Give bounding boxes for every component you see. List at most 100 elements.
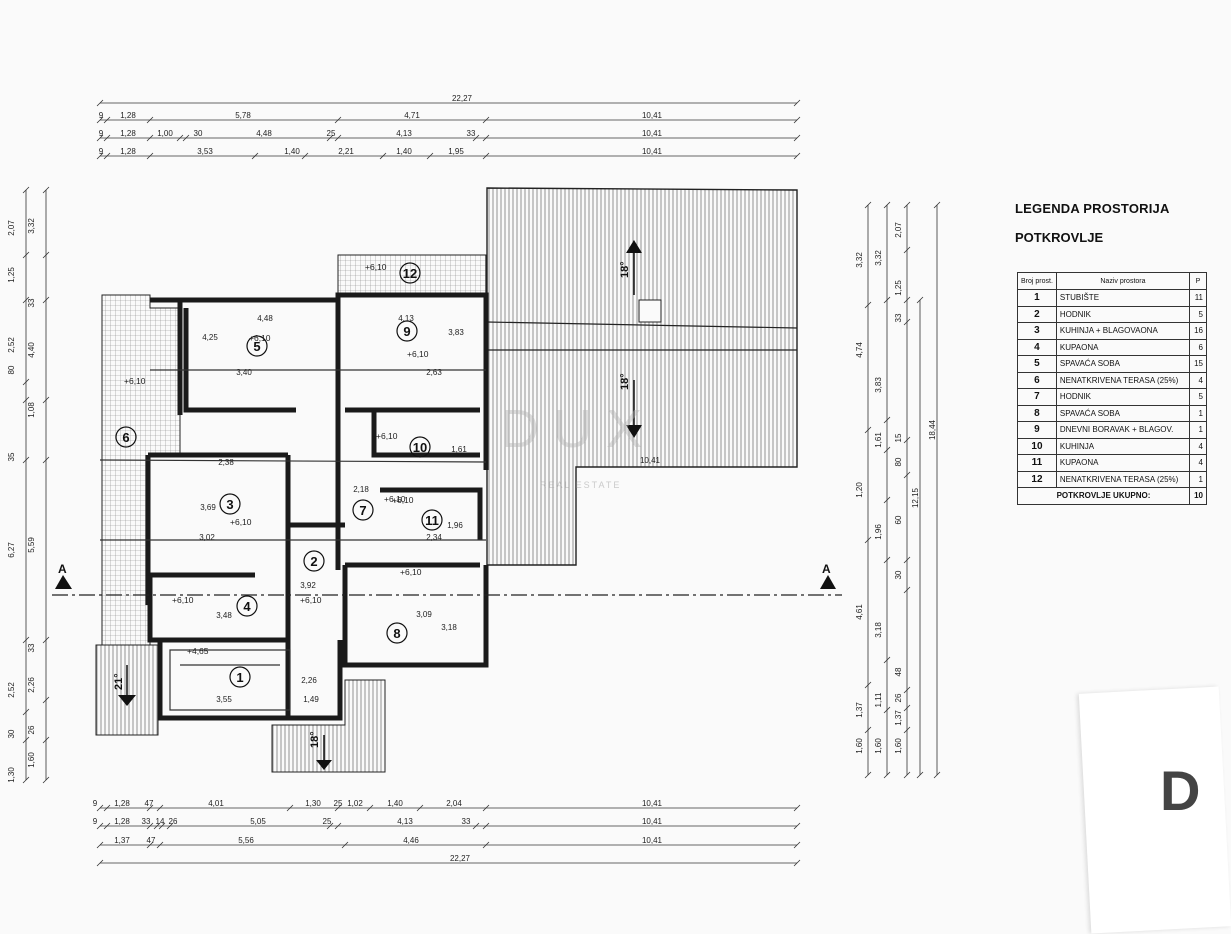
legend-total-value: 10 (1189, 487, 1207, 505)
dim-value: 3,09 (416, 610, 432, 619)
dim-tick (156, 841, 164, 849)
dim-value: 4,13 (397, 817, 413, 826)
dim-value: 3,48 (216, 611, 232, 620)
dim-tick (146, 152, 154, 160)
dim-tick (793, 859, 801, 867)
legend-header-row: Broj prost. Naziv prostora P (1017, 272, 1207, 290)
dim-tick (42, 296, 50, 304)
dim-value: 47 (145, 799, 154, 808)
legend-cell-name: HODNIK (1055, 388, 1191, 406)
dim-tick (883, 416, 891, 424)
dim-value: 4,25 (202, 333, 218, 342)
dim-value: 9 (93, 817, 98, 826)
legend-cell-no: 7 (1017, 388, 1057, 406)
dim-tick (426, 152, 434, 160)
room-number: 9 (403, 324, 410, 339)
room-circle (421, 509, 443, 531)
dim-value: 1,28 (120, 129, 136, 138)
dim-value: 1,08 (27, 402, 36, 418)
dim-value: 2,21 (338, 147, 354, 156)
room-number: 3 (226, 497, 233, 512)
legend-cell-area: 5 (1189, 388, 1207, 406)
dim-tick (482, 804, 490, 812)
dim-tick (883, 296, 891, 304)
dim-tick (933, 771, 941, 779)
dim-tick (482, 116, 490, 124)
dim-tick (22, 708, 30, 716)
room-elevation: +6,10 (124, 376, 146, 386)
dim-value: 3,55 (216, 695, 232, 704)
watermark-subtitle: REAL ESTATE (540, 480, 622, 490)
dim-tick (903, 296, 911, 304)
dim-value: 1,61 (874, 432, 883, 448)
legend-cell-no: 5 (1017, 355, 1057, 373)
dim-value: 3,32 (27, 218, 36, 234)
dim-value: 80 (894, 457, 903, 466)
legend-cell-name: NENATKRIVENA TERASA (25%) (1055, 470, 1191, 488)
legend-cell-area: 5 (1189, 305, 1207, 323)
room-number: 6 (122, 430, 129, 445)
legend-cell-no: 2 (1017, 305, 1057, 323)
dim-value: 1,96 (874, 524, 883, 540)
room-labels: 1+4,652+6,103+6,104+6,105+6,106+6,107+6,… (115, 262, 443, 688)
room-elevation: +6,10 (400, 567, 422, 577)
dim-value: 10,41 (640, 456, 661, 465)
dim-value: 2,26 (27, 677, 36, 693)
room-circle (352, 499, 374, 521)
dim-value: 33 (27, 643, 36, 652)
interior-thin-walls (99, 369, 487, 711)
dim-tick (176, 134, 184, 142)
dim-value: 30 (7, 729, 16, 738)
dim-value: 10,41 (642, 129, 663, 138)
room-circle (303, 550, 325, 572)
dim-value: 33 (894, 313, 903, 322)
dim-tick (153, 822, 161, 830)
dim-value: 3,53 (197, 147, 213, 156)
dim-tick (42, 736, 50, 744)
dim-tick (22, 736, 30, 744)
room-circle (246, 335, 268, 357)
dim-tick (103, 116, 111, 124)
dim-value: 1,37 (855, 702, 864, 718)
room-elevation: +6,10 (172, 595, 194, 605)
dim-value: 3,02 (199, 533, 215, 542)
legend-cell-name: KUPAONA (1055, 454, 1191, 472)
dim-value: 9 (99, 129, 104, 138)
dim-tick (864, 681, 872, 689)
dim-value: 1,95 (448, 147, 464, 156)
dim-value: 10,41 (642, 147, 663, 156)
dim-value: 4,74 (855, 342, 864, 358)
dim-tick (334, 804, 342, 812)
dim-tick (472, 822, 480, 830)
dim-value: 4,61 (855, 604, 864, 620)
dim-tick (864, 426, 872, 434)
dim-value: 1,49 (303, 695, 319, 704)
room-elevation: +6,10 (300, 595, 322, 605)
dim-value: 3,18 (441, 623, 457, 632)
dim-tick (166, 822, 174, 830)
dim-value: 4,13 (398, 314, 414, 323)
dim-tick (903, 686, 911, 694)
dim-tick (903, 436, 911, 444)
dim-value: 3,32 (874, 250, 883, 266)
slope-arrow-1 (626, 240, 642, 295)
dim-tick (883, 496, 891, 504)
dim-value: 1,02 (347, 799, 363, 808)
section-line-a (52, 575, 842, 596)
dim-tick (182, 134, 190, 142)
legend-cell-no: 3 (1017, 322, 1057, 340)
dim-value: 30 (194, 129, 203, 138)
legend-cell-area: 1 (1189, 470, 1207, 488)
stair-roof-bottom (271, 679, 386, 773)
dim-value: 4,40 (27, 342, 36, 358)
dim-value: 5,56 (238, 836, 254, 845)
dim-tick (103, 804, 111, 812)
room-number: 7 (359, 503, 366, 518)
dim-value: 5,05 (250, 817, 266, 826)
